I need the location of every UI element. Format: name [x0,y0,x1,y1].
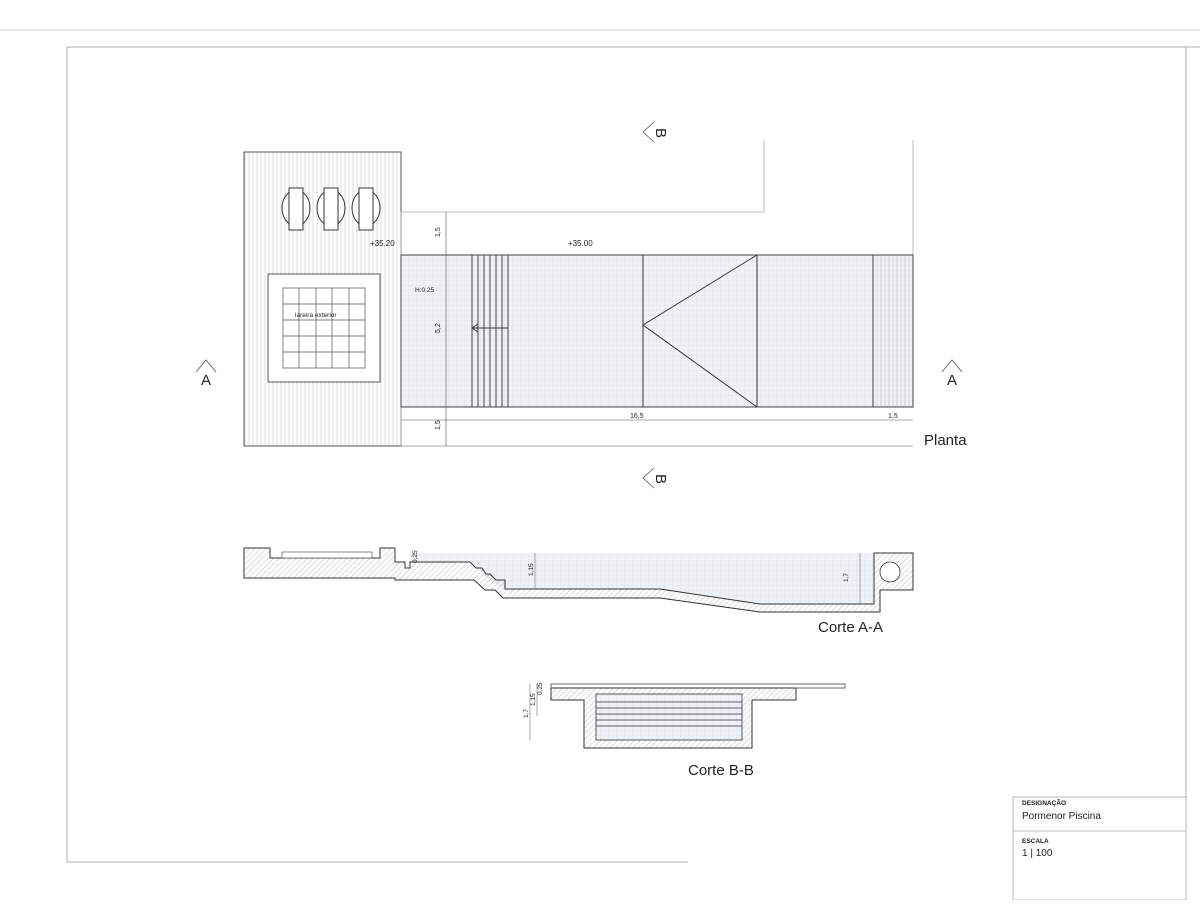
section-marker-b-bottom: B [642,467,669,489]
fireplace-grid [282,287,366,369]
stair-arrow-icon [471,323,508,333]
section-bb-title: Corte B-B [688,762,754,779]
section-bb-water [595,693,743,741]
section-bb-dimension-lines [529,684,538,740]
section-marker-a-right: A [941,359,963,389]
section-aa-structure [243,547,914,613]
pool-steps [471,255,509,407]
svg-text:A: A [947,372,957,389]
svg-text:B: B [652,474,669,484]
section-bb-steps [596,701,742,727]
step-height: H:0.25 [415,287,435,294]
bb-dim-deep: 1,7 [523,709,530,718]
section-marker-a-left: A [195,359,217,389]
pool-basin [400,254,914,408]
skimmer-icon [879,561,901,583]
bb-dim-step: 0,25 [537,682,544,695]
plan-dimension-lines [401,212,913,447]
designation-value: Pormenor Piscina [1022,811,1101,822]
section-marker-b-top: B [642,121,669,143]
chair-icon [281,187,381,231]
aa-dim-deep: 1,7 [843,573,850,582]
dim-pool-width: 5,2 [435,323,442,333]
section-aa: 0,25 1,15 1,7 Corte A-A [243,547,914,636]
section-bb: 1,7 1,15 0,25 Corte B-B [523,682,846,779]
title-block: DESIGNAÇÃO Pormenor Piscina ESCALA 1 | 1… [1012,796,1187,901]
scale-value: 1 | 100 [1022,848,1053,859]
pool-end-deck [872,254,914,408]
svg-text:B: B [652,128,669,138]
plan-title: Planta [924,432,967,449]
level-pool: +35.00 [568,239,593,248]
scale-label: ESCALA [1022,838,1049,845]
section-aa-fireplace [281,551,373,559]
section-aa-water [410,553,874,604]
dim-end-deck: 1,5 [888,413,898,420]
dim-top-width: 1,5 [435,227,442,237]
aa-dim-step: 0,25 [412,550,419,563]
fireplace-base [267,273,381,383]
dim-bottom-width: 1,5 [435,420,442,430]
svg-text:A: A [201,372,211,389]
level-terrace: +35.20 [370,239,395,248]
bb-dim-shallow: 1,15 [530,693,537,706]
fireplace-label: lareira exterior [295,312,337,319]
aa-dim-shallow: 1,15 [528,563,535,576]
designation-label: DESIGNAÇÃO [1022,798,1066,807]
section-bb-coping [550,683,846,689]
section-aa-title: Corte A-A [818,619,883,636]
dim-pool-length: 16,5 [630,413,644,420]
deep-zone-slope [642,254,758,408]
plan-view: lareira exterior [195,121,967,489]
